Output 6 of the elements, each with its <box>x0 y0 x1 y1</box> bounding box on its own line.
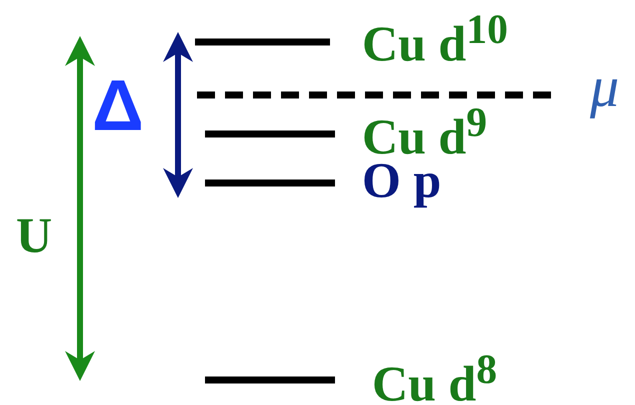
level-label: Cu d$^{8}$ <box>372 350 498 405</box>
symbol-label: U <box>16 210 52 260</box>
level-label: Cu d$^{10}$ <box>362 10 508 69</box>
symbol-label: μ <box>590 58 620 116</box>
symbol-label: Δ <box>92 70 144 142</box>
level-label: Cu d$^{9}$ <box>362 103 488 162</box>
